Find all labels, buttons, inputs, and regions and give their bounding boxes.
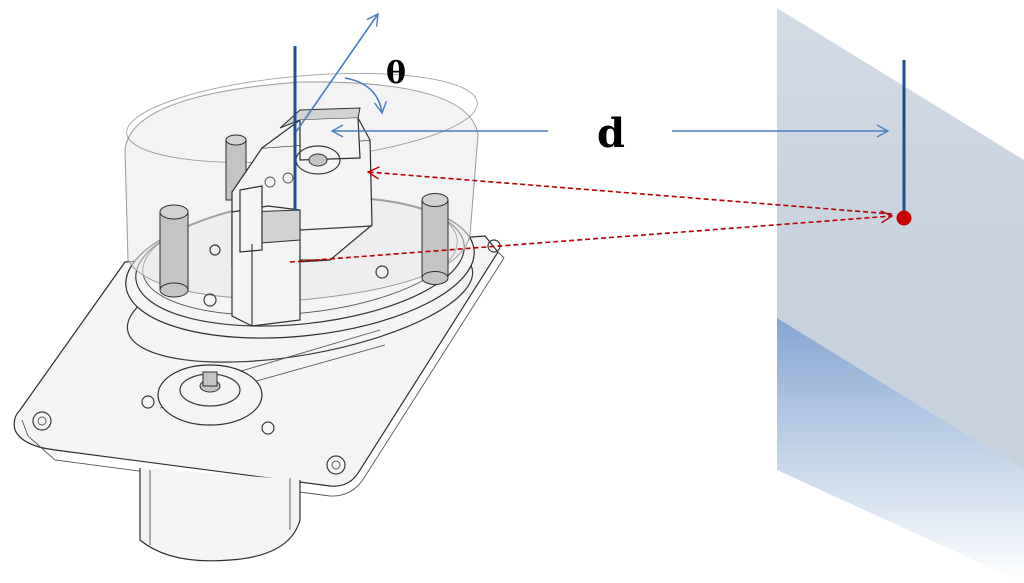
emitted-beam [289, 210, 894, 263]
angle-label: θ [386, 56, 406, 91]
motor [139, 468, 301, 562]
distance-label: d [597, 110, 625, 157]
floor-shadow [777, 318, 1024, 583]
angle-arc [344, 77, 388, 115]
pulley [157, 364, 263, 426]
wall [777, 8, 1024, 583]
post-right [421, 193, 449, 285]
scanner-head [231, 107, 373, 327]
beam-direction-arrow [295, 12, 379, 133]
lidar-device-icon [13, 72, 505, 562]
post-left [159, 204, 189, 298]
target-point-icon [896, 210, 912, 226]
wall-surface [777, 8, 1024, 470]
